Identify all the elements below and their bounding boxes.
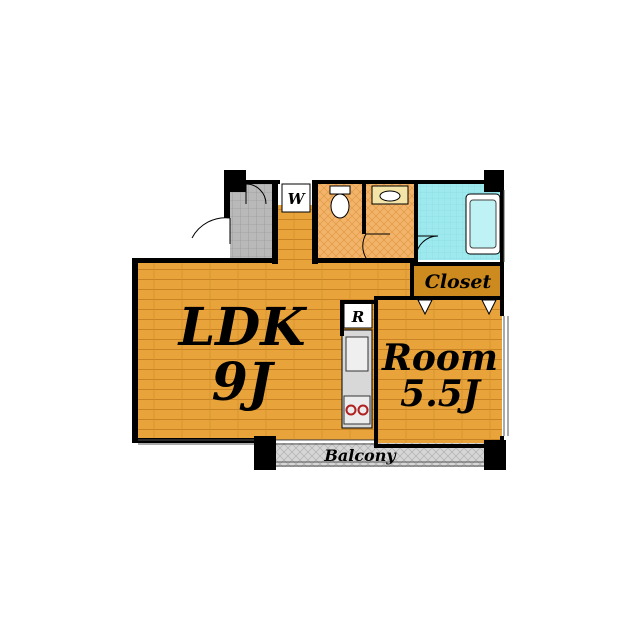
ldk-size-label: 9J <box>212 352 276 413</box>
room-size-label: 5.5J <box>400 373 482 415</box>
room-floor <box>378 298 502 446</box>
closet-floor <box>414 266 502 298</box>
doors <box>191 183 439 301</box>
windows <box>138 190 509 445</box>
toilet-icon <box>329 185 351 219</box>
closet-door-arrow-right-icon <box>481 299 497 316</box>
bathtub-icon <box>465 193 501 255</box>
burner-left-icon <box>345 404 357 416</box>
hall-corridor-floor <box>276 262 416 300</box>
closet-door-arrow-left-icon <box>417 299 433 316</box>
ldk-name-label: LDK <box>177 297 308 358</box>
fridge-space <box>343 301 373 329</box>
washer-label: W <box>288 190 307 208</box>
walls <box>132 170 506 470</box>
stove-icon <box>343 395 371 425</box>
kitchen-sink <box>345 336 369 372</box>
closet-label: Closet <box>425 271 492 293</box>
balcony-label: Balcony <box>323 446 397 465</box>
washbasin-icon <box>371 185 409 205</box>
room-name-label: Room <box>381 337 498 379</box>
burner-right-icon <box>357 404 369 416</box>
fridge-label: R <box>351 308 364 326</box>
laundry-area <box>281 183 311 213</box>
balcony-railing <box>276 461 484 467</box>
entrance-floor <box>230 182 276 258</box>
